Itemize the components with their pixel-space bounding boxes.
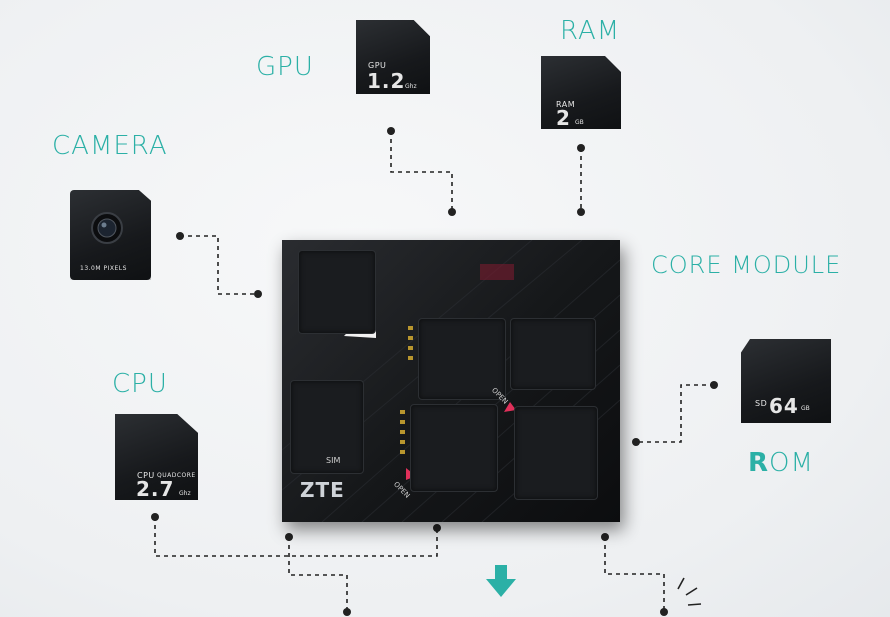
ram-chip: RAM 2 GB (541, 56, 621, 129)
cpu-chip-unit: Ghz (179, 490, 191, 497)
cpu-chip-label: CPU (137, 471, 155, 480)
camera-chip: 13.0M PIXELS (70, 190, 151, 280)
brand-logo: ZTE (300, 478, 345, 502)
core-module: SIM OPEN OPEN ZTE (282, 240, 620, 522)
ram-chip-label: RAM (556, 100, 576, 109)
cpu-slot (410, 404, 498, 492)
sim-label: SIM (326, 456, 341, 465)
ram-chip-unit: GB (575, 119, 584, 126)
rom-chip-value: 64 (769, 394, 799, 418)
rom-chip: SD 64 GB (741, 339, 831, 423)
gpu-label: GPU (256, 52, 314, 82)
cpu-chip: CPU QUADCORE 2.7 Ghz (115, 414, 198, 500)
rom-chip-label: SD (755, 399, 768, 408)
ram-slot (418, 318, 506, 400)
core-module-label: CORE MODULE (651, 251, 842, 279)
rom-chip-unit: GB (801, 405, 810, 412)
gpu-slot (510, 318, 596, 390)
camera-chip-caption: 13.0M PIXELS (80, 265, 127, 272)
click-marks (677, 577, 702, 606)
rom-label-rest: OM (769, 448, 814, 478)
gpu-chip-value: 1.2 (367, 69, 406, 93)
ram-label: RAM (560, 16, 621, 46)
rom-label: ROM (748, 448, 814, 478)
down-arrow-icon (486, 565, 516, 597)
camera-lens-icon (91, 212, 123, 244)
rom-label-first: R (748, 448, 770, 478)
rom-slot (514, 406, 598, 500)
gpu-chip-unit: Ghz (405, 83, 417, 90)
ram-chip-value: 2 (556, 106, 571, 130)
camera-slot (298, 250, 376, 334)
cpu-chip-value: 2.7 (136, 477, 175, 501)
cpu-chip-label-b: QUADCORE (157, 472, 196, 479)
gpu-chip: GPU 1.2 Ghz (356, 20, 430, 94)
cpu-label: CPU (112, 369, 168, 399)
sim-slot (290, 380, 364, 474)
gpu-chip-label: GPU (368, 61, 387, 70)
camera-label: CAMERA (52, 131, 168, 161)
